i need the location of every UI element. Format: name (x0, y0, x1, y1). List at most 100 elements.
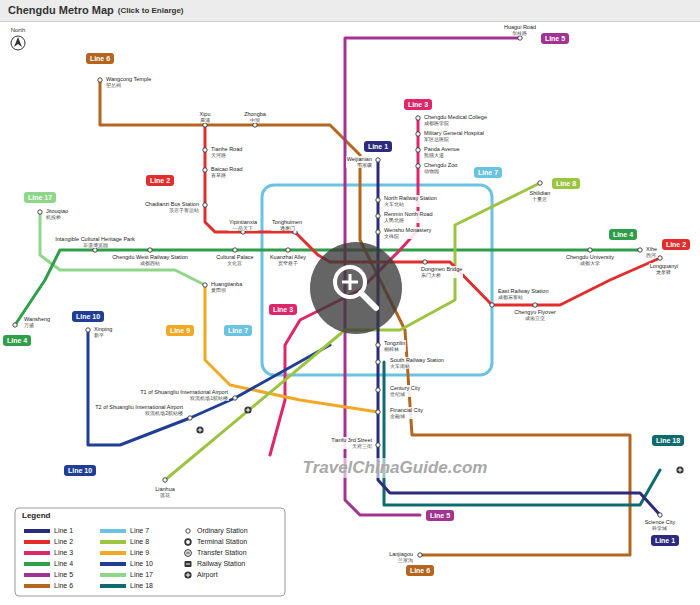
north-arrow-ring (11, 36, 25, 50)
station-name-en: Xihe (646, 246, 657, 252)
station-label: Lianhua莲花 (154, 486, 176, 498)
station-name-en: Kuanzhai Alley (270, 254, 306, 260)
legend-swatch (24, 529, 50, 533)
station-label: Tianfu 3rd Street天府三街 (330, 437, 373, 449)
station-dot (416, 148, 420, 152)
station-name-zh: 文化宫 (216, 260, 253, 266)
station-dot (638, 248, 642, 252)
line-name: Line 10 (76, 312, 100, 321)
station-name-en: Huangtianba (211, 281, 242, 287)
line-name: Line 5 (430, 511, 450, 520)
station-name-en: Dongmen Bridge (421, 266, 462, 272)
line-badge: Line 1 (364, 141, 392, 152)
station-name-zh: 机投桥 (46, 214, 68, 220)
legend-text: Transfer Station (197, 549, 247, 557)
station-name-zh: 人民北路 (384, 217, 433, 223)
airport-icon-plane (246, 408, 250, 412)
station-name-zh: 非遗博览园 (55, 242, 135, 248)
station-name-en: Lanjiagou (389, 551, 413, 557)
line-badge: Line 4 (3, 335, 31, 346)
station-name-zh: 成都大学 (566, 260, 614, 266)
transfer-station-symbol (185, 550, 192, 557)
station-label: Baicao Road百草路 (210, 166, 244, 178)
station-name-en: Yipintianxia (229, 219, 257, 225)
station-name-en: Lianhua (155, 486, 175, 492)
legend-swatch (24, 584, 50, 588)
station-name-en: Chengdu University (566, 254, 614, 260)
station-name-zh: 成都东客站 (498, 294, 548, 300)
station-label: Wansheng万盛 (23, 316, 51, 328)
station-dot (538, 181, 542, 185)
station-name-zh: 成渝立交 (514, 315, 556, 321)
north-arrow-head (14, 37, 22, 47)
legend-text: Line 7 (130, 527, 149, 535)
zoom-disc (310, 242, 402, 334)
legend-title: Legend (22, 511, 50, 521)
station-name-zh: 百草路 (211, 172, 243, 178)
station-name-en: Weijianian (347, 156, 372, 162)
magnifier-plus (342, 274, 358, 290)
station-dot (416, 164, 420, 168)
station-name-zh: 一品天下 (229, 225, 257, 231)
legend-text: Line 1 (54, 527, 73, 535)
station-label: Tonghuimen通惠门 (271, 219, 303, 231)
station-name-zh: 新平 (94, 332, 112, 338)
watermark: TravelChinaGuide.com (303, 458, 488, 478)
station-label: Chengdu Medical College成都医学院 (423, 114, 488, 126)
line-badge: Line 10 (72, 311, 104, 322)
station-dot (188, 416, 192, 420)
station-dot (98, 78, 102, 82)
station-dot (658, 513, 662, 517)
line-badge: Line 17 (24, 192, 56, 203)
magnifier-handle (361, 293, 376, 308)
station-name-zh: 科学城 (645, 525, 676, 531)
station-label: Financial City金融城 (389, 407, 424, 419)
station-name-zh: 天府三街 (331, 443, 372, 449)
station-name-zh: 东门大桥 (421, 272, 462, 278)
line-badge: Line 9 (166, 325, 194, 336)
legend-swatch (100, 540, 126, 544)
station-name-zh: 双流机场2航站楼 (95, 410, 183, 416)
line-name: Line 3 (408, 100, 428, 109)
line-name: Line 6 (410, 566, 430, 575)
line-name: Line 4 (7, 336, 27, 345)
station-dot (203, 123, 207, 127)
station-label: Chengdu Zoo动物园 (423, 162, 458, 174)
line-name: Line 7 (228, 326, 248, 335)
station-name-en: Tianhe Road (211, 146, 242, 152)
airport-icon (196, 426, 203, 433)
line-name: Line 2 (666, 240, 686, 249)
airport-icon (676, 466, 683, 473)
line-name: Line 18 (656, 436, 680, 445)
legend-swatch (100, 584, 126, 588)
legend-text: Line 9 (130, 549, 149, 557)
line-badge: Line 5 (541, 33, 569, 44)
line-badge: Line 7 (224, 325, 252, 336)
station-name-zh: 十里店 (530, 196, 551, 202)
airport-icon-plane (198, 428, 202, 432)
legend-text: Line 4 (54, 560, 73, 568)
line-badge: Line 3 (404, 99, 432, 110)
station-name-zh: 犀浦 (199, 117, 210, 123)
station-label: Chengyu Flyover成渝立交 (513, 309, 557, 321)
legend-text: Terminal Station (197, 538, 247, 546)
station-label: Century City世纪城 (389, 385, 421, 397)
station-label: Military General Hospital军区总医院 (423, 130, 485, 142)
subtitle: (Click to Enlarge) (118, 6, 184, 16)
station-name-zh: 熊猫大道 (424, 152, 460, 158)
station-label: Wenshu Monastery文殊院 (383, 227, 432, 239)
station-name-en: Baicao Road (211, 166, 243, 172)
station-dot (148, 248, 152, 252)
station-dot (93, 248, 97, 252)
station-label: Yipintianxia一品天下 (228, 219, 258, 231)
station-label: Tongzilin桐梓林 (383, 340, 406, 352)
station-name-zh: 望丛祠 (106, 82, 151, 88)
station-name-en: Wansheng (24, 316, 50, 322)
station-dot (203, 283, 207, 287)
legend-text: Line 6 (54, 582, 73, 590)
station-dot (376, 410, 380, 414)
line-name: Line 2 (150, 176, 170, 185)
station-name-en: Chengdu West Railway Station (112, 254, 188, 260)
airport-icon (244, 406, 251, 413)
station-label: Weijianian韦家碾 (346, 156, 373, 168)
